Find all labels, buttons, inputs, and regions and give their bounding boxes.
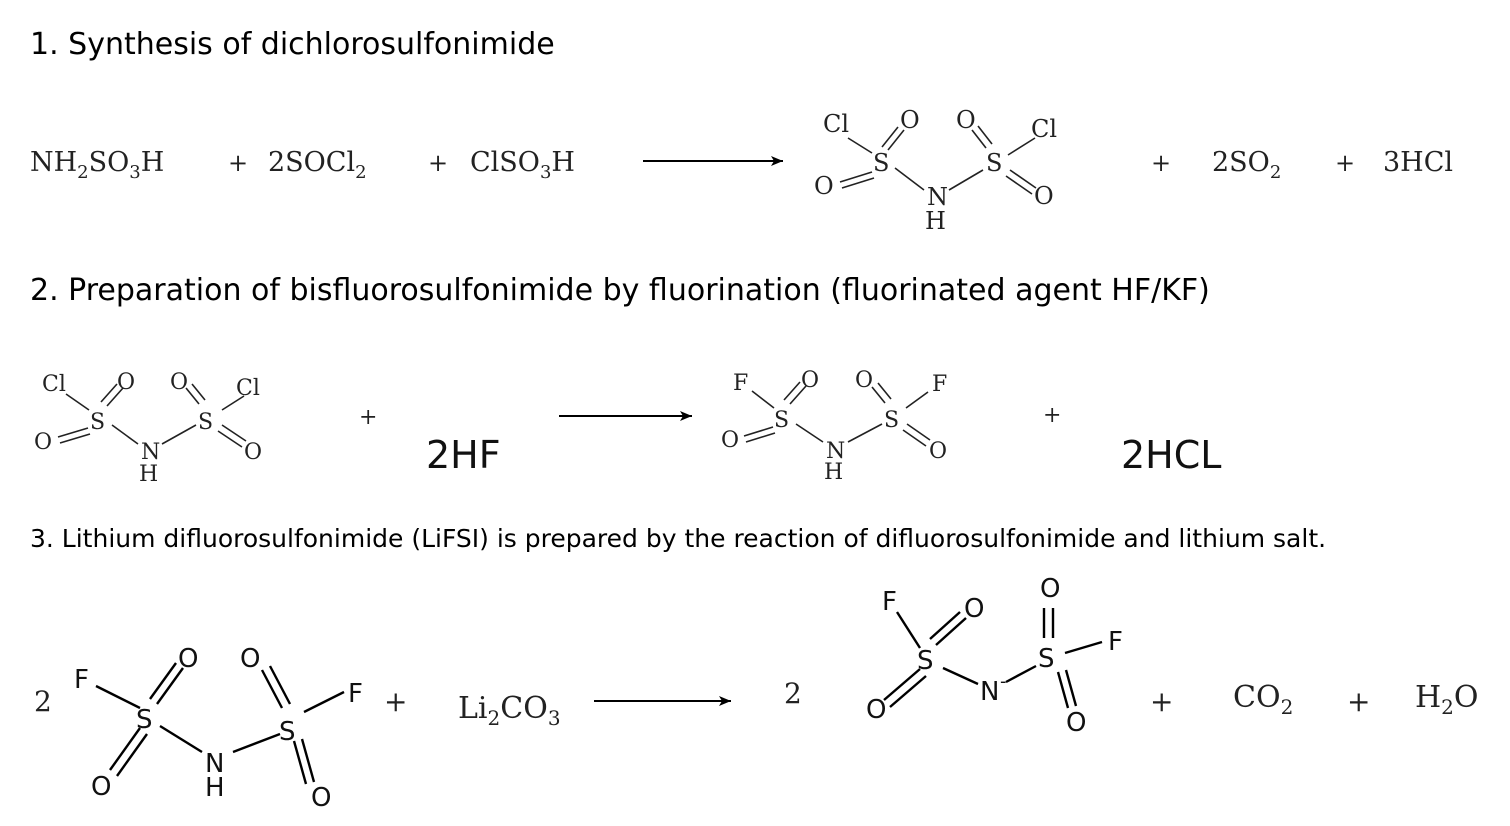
step1-reactants: NH2SO3H (30, 147, 164, 183)
svg-text:N: N (980, 677, 999, 707)
step3-plus-3: + (1347, 685, 1370, 718)
svg-text:S: S (917, 646, 934, 676)
svg-text:O: O (929, 439, 947, 464)
step3-product-lifsi-anion: F O S O N - O S F O (866, 574, 1123, 738)
svg-text:O: O (1066, 708, 1086, 738)
step3-reactant-difluorosulfonimide: F O S O N H O S F O (74, 644, 363, 813)
svg-text:H: H (824, 460, 843, 485)
svg-text:F: F (1108, 627, 1123, 657)
svg-text:O: O (814, 172, 834, 200)
step2-reactant-dichlorosulfonimide: Cl O S O N H O S Cl O (34, 370, 262, 487)
svg-text:F: F (932, 372, 947, 397)
step1-plus-1: + (228, 149, 248, 177)
step3-water: H2O (1415, 680, 1479, 719)
step3-coefficient-2: 2 (784, 677, 802, 710)
svg-text:S: S (198, 410, 213, 435)
step3-title: 3. Lithium difluorosulfonimide (LiFSI) i… (30, 524, 1326, 553)
step2-title: 2. Preparation of bisfluorosulfonimide b… (30, 273, 1210, 308)
svg-text:S: S (873, 149, 889, 177)
step1-plus-2: + (428, 149, 448, 177)
svg-text:H: H (205, 773, 225, 803)
svg-text:O: O (117, 370, 135, 395)
svg-text:S: S (774, 408, 789, 433)
svg-text:F: F (733, 371, 748, 396)
svg-text:O: O (91, 772, 111, 802)
svg-text:H: H (925, 207, 946, 235)
svg-text:Cl: Cl (823, 110, 849, 138)
svg-text:O: O (244, 440, 262, 465)
step3-coefficient-1: 2 (34, 685, 52, 718)
svg-text:S: S (1038, 644, 1055, 674)
svg-text:F: F (348, 679, 363, 709)
svg-text:O: O (900, 106, 920, 134)
svg-text:S: S (986, 149, 1002, 177)
svg-text:O: O (801, 368, 819, 393)
step2-product-bisfluorosulfonimide: F O S O N H O S F O (721, 368, 947, 485)
svg-text:O: O (956, 106, 976, 134)
svg-text:O: O (170, 370, 188, 395)
step2-hydrogen-fluoride: 2HF (426, 433, 501, 477)
svg-text:S: S (90, 410, 105, 435)
step2-hydrogen-chloride: 2HCL (1121, 433, 1221, 477)
svg-text:N: N (141, 440, 160, 465)
step2-plus-1: + (359, 405, 377, 430)
svg-text:O: O (311, 783, 331, 813)
svg-text:F: F (74, 665, 89, 695)
svg-text:O: O (178, 644, 198, 674)
svg-text:S: S (279, 717, 296, 747)
step3-lithium-carbonate: Li2CO3 (458, 691, 561, 730)
svg-text:O: O (866, 695, 886, 725)
svg-text:S: S (136, 705, 153, 735)
svg-text:-: - (1000, 671, 1007, 692)
step1-chlorosulfonic-acid: ClSO3H (470, 147, 575, 183)
step1-title: 1. Synthesis of dichlorosulfonimide (30, 27, 555, 62)
step1-plus-3: + (1151, 149, 1171, 177)
svg-text:O: O (855, 368, 873, 393)
step1-hydrogen-chloride: 3HCl (1383, 147, 1453, 178)
svg-text:Cl: Cl (42, 372, 66, 397)
step1-sulfur-dioxide: 2SO2 (1212, 147, 1281, 183)
svg-text:O: O (1040, 574, 1060, 604)
step1-plus-4: + (1335, 149, 1355, 177)
svg-text:O: O (34, 430, 52, 455)
svg-text:Cl: Cl (1031, 115, 1057, 143)
svg-text:O: O (240, 644, 260, 674)
step3-plus-2: + (1150, 685, 1173, 718)
svg-text:H: H (139, 462, 158, 487)
step3-plus-1: + (384, 685, 407, 718)
step1-product-dichlorosulfonimide: Cl O S O N H O S Cl O (814, 106, 1057, 235)
svg-text:F: F (882, 587, 897, 617)
step2-plus-2: + (1043, 403, 1061, 428)
svg-text:N: N (205, 749, 224, 779)
svg-text:S: S (884, 408, 899, 433)
svg-text:N: N (927, 183, 948, 211)
svg-text:O: O (964, 594, 984, 624)
step3-carbon-dioxide: CO2 (1233, 680, 1293, 719)
step1-thionyl-chloride: 2SOCl2 (268, 147, 367, 183)
svg-text:Cl: Cl (236, 376, 260, 401)
svg-text:O: O (1034, 182, 1054, 210)
svg-text:O: O (721, 428, 739, 453)
svg-text:N: N (826, 439, 845, 464)
